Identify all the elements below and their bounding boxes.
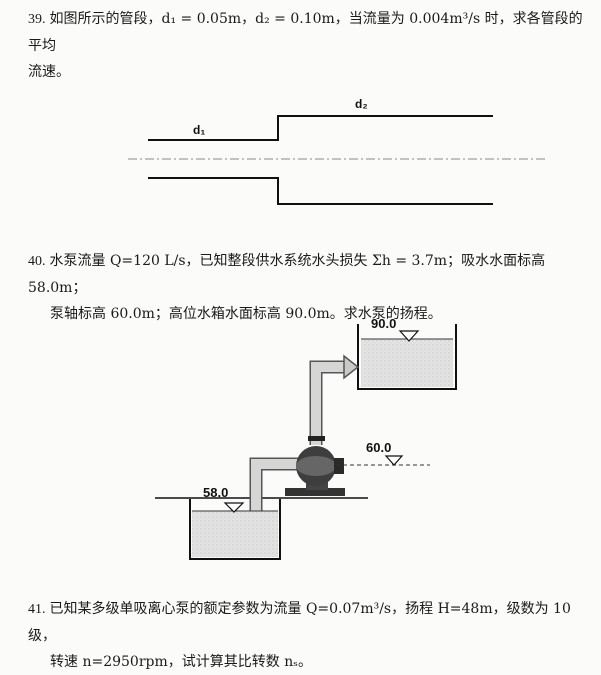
label-d1: d₁ (193, 123, 205, 137)
problem-41: 41.已知某多级单吸离心泵的额定参数为流量 Q=0.07m³/s，扬程 H=48… (28, 596, 590, 675)
flow-arrow (343, 354, 360, 380)
problem-39-line2: 流速。 (28, 59, 590, 85)
problem-text: 水泵流量 Q=120 L/s，已知整段供水系统水头损失 Σh = 3.7m；吸水… (28, 253, 546, 296)
upper-tank-wall (357, 324, 457, 390)
figure-39-pipe-diagram: d₁ d₂ (128, 97, 548, 205)
problem-41-line2: 转速 n=2950rpm，试计算其比转数 nₛ。 (28, 649, 590, 675)
problem-40-line1: 40.水泵流量 Q=120 L/s，已知整段供水系统水头损失 Σh = 3.7m… (28, 248, 590, 301)
label-sump-level: 58.0 (203, 485, 228, 500)
level-marker-triangle (398, 330, 420, 342)
problem-text: 如图所示的管段，d₁ = 0.05m，d₂ = 0.10m，当流量为 0.004… (28, 11, 583, 54)
problem-text: 转速 n=2950rpm，试计算其比转数 nₛ。 (50, 654, 312, 670)
label-tank-level: 90.0 (371, 316, 396, 331)
level-marker-triangle (223, 502, 245, 513)
pipe-bottom-wall (148, 177, 493, 205)
problem-number: 40. (28, 254, 46, 269)
pump-highlight (296, 456, 336, 476)
sump-water (192, 511, 278, 557)
discharge-pipe (311, 362, 345, 445)
problem-text: 流速。 (28, 64, 70, 80)
problem-39: 39.如图所示的管段，d₁ = 0.05m，d₂ = 0.10m，当流量为 0.… (28, 6, 590, 85)
problem-39-line1: 39.如图所示的管段，d₁ = 0.05m，d₂ = 0.10m，当流量为 0.… (28, 6, 590, 59)
pipe-top-wall (148, 115, 493, 141)
problem-41-line1: 41.已知某多级单吸离心泵的额定参数为流量 Q=0.07m³/s，扬程 H=48… (28, 596, 590, 649)
pump-base (285, 488, 345, 496)
problem-40-line2: 泵轴标高 60.0m；高位水箱水面标高 90.0m。求水泵的扬程。 (28, 301, 590, 327)
problem-number: 39. (28, 12, 46, 27)
figure-40-pump-system: 90.0 60.0 58.0 (155, 316, 457, 560)
problem-text: 已知某多级单吸离心泵的额定参数为流量 Q=0.07m³/s，扬程 H=48m，级… (28, 601, 571, 644)
discharge-flange (308, 436, 325, 441)
level-marker-triangle (384, 455, 404, 466)
upper-tank-water (361, 339, 453, 387)
problem-text: 泵轴标高 60.0m；高位水箱水面标高 90.0m。求水泵的扬程。 (50, 306, 442, 322)
sump-wall (189, 499, 281, 560)
pump-motor (334, 458, 344, 474)
label-d2: d₂ (355, 97, 368, 111)
problem-40: 40.水泵流量 Q=120 L/s，已知整段供水系统水头损失 Σh = 3.7m… (28, 248, 590, 327)
problem-number: 41. (28, 602, 46, 617)
label-pump-level: 60.0 (366, 440, 391, 455)
